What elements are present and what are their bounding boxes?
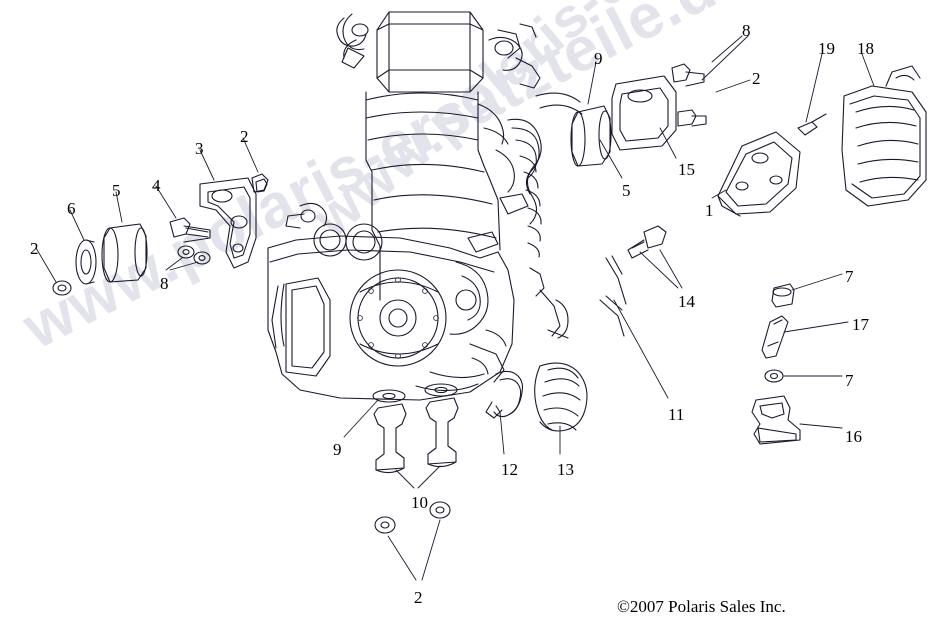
part-19-pin bbox=[797, 113, 827, 136]
part-17-bolt bbox=[761, 315, 789, 359]
part-13-boot bbox=[534, 362, 588, 432]
callout-3: 3 bbox=[195, 139, 204, 158]
callout-10: 10 bbox=[411, 493, 428, 512]
part-5-left-isolator bbox=[101, 223, 148, 283]
callout-19: 19 bbox=[818, 39, 835, 58]
part-4-bolt bbox=[169, 217, 211, 243]
callout-13: 13 bbox=[557, 460, 574, 479]
callout-15: 15 bbox=[678, 160, 695, 179]
engine-assembly bbox=[267, 11, 625, 401]
callout-7-upper: 7 bbox=[845, 267, 854, 286]
callout-14: 14 bbox=[678, 292, 695, 311]
callout-2-bottom: 2 bbox=[414, 588, 423, 607]
leader-lines bbox=[35, 35, 875, 581]
part-9-washers-bottom bbox=[372, 383, 458, 403]
callout-11: 11 bbox=[668, 405, 685, 424]
callout-5-left: 5 bbox=[112, 181, 121, 200]
callout-9-top: 9 bbox=[594, 49, 603, 68]
callout-12: 12 bbox=[501, 460, 518, 479]
part-16-isolator bbox=[751, 395, 801, 445]
part-9-isolator-upper bbox=[570, 105, 612, 167]
copyright-notice: ©2007 Polaris Sales Inc. bbox=[617, 597, 786, 616]
part-8-washers-left bbox=[177, 245, 211, 265]
part-18-right-engine-section bbox=[841, 65, 927, 207]
callout-1: 1 bbox=[705, 201, 714, 220]
part-7-washer-lower bbox=[764, 369, 784, 383]
part-2-nuts-bottom bbox=[374, 501, 451, 534]
callout-2-right: 2 bbox=[752, 69, 761, 88]
callout-16: 16 bbox=[845, 427, 862, 446]
callout-2-left-top: 2 bbox=[240, 127, 249, 146]
callout-7-lower: 7 bbox=[845, 371, 854, 390]
part-7-spacer-upper bbox=[771, 283, 795, 308]
part-10-engine-mounts bbox=[373, 397, 459, 474]
callout-18: 18 bbox=[857, 39, 874, 58]
part-15-bracket-upper-right bbox=[611, 75, 677, 151]
part-14-bolt bbox=[627, 225, 667, 259]
callout-6: 6 bbox=[67, 199, 76, 218]
part-1-mount-plate bbox=[717, 131, 801, 217]
part-2-bolt-upper-left bbox=[251, 173, 269, 193]
part-11-detail bbox=[605, 255, 627, 305]
part-2-nut-lower-left bbox=[52, 280, 72, 296]
part-2-bolts-upper-right bbox=[671, 63, 707, 127]
callout-2-left-low: 2 bbox=[30, 239, 39, 258]
callout-8-left: 8 bbox=[160, 274, 169, 293]
part-6-washer bbox=[75, 239, 97, 285]
callout-4: 4 bbox=[152, 176, 161, 195]
callout-5-right: 5 bbox=[622, 181, 631, 200]
callout-9-bottom: 9 bbox=[333, 440, 342, 459]
callout-17: 17 bbox=[852, 315, 869, 334]
callout-8-top: 8 bbox=[742, 21, 751, 40]
part-12-clamp bbox=[485, 370, 524, 419]
